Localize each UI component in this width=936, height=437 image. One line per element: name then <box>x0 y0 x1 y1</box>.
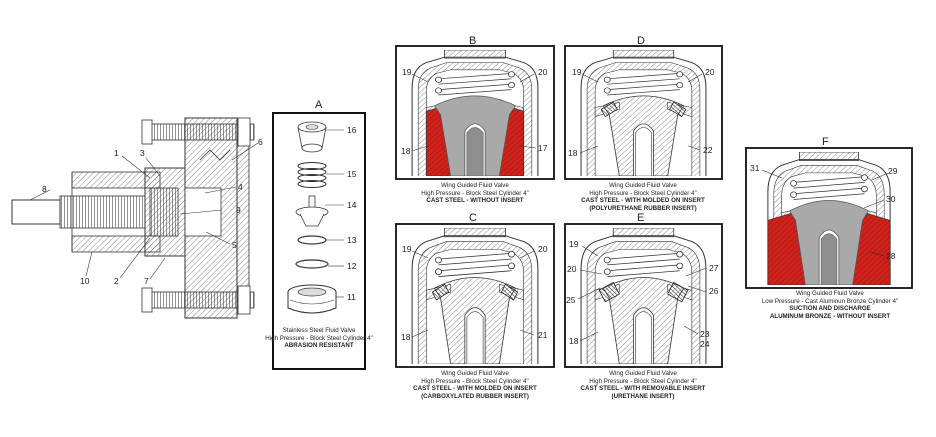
panel-f-label-28: 28 <box>886 251 896 261</box>
panel-f-label-31: 31 <box>750 163 760 173</box>
panel-a-letter: A <box>315 99 323 111</box>
panel-d: D 19 20 18 22 <box>564 35 723 180</box>
panel-d-letter: D <box>637 35 645 47</box>
assembly-label-9: 9 <box>236 205 241 215</box>
panel-f-frame <box>745 147 913 289</box>
panel-a-label-14: 14 <box>347 200 357 210</box>
panel-a-caption-line3: ABRASION RESISTANT <box>284 342 354 350</box>
panel-e-label-24: 24 <box>700 339 710 349</box>
panel-c-label-18: 18 <box>401 332 411 342</box>
panel-b-letter: B <box>469 35 476 47</box>
panel-b-frame <box>395 45 555 180</box>
panel-e-caption-line3: CAST STEEL - WITH REMOVABLE INSERT <box>580 385 706 393</box>
part-11 <box>287 284 337 314</box>
panel-a: A <box>272 99 366 370</box>
panel-a-caption-line2: High Pressure - Block Steel Cylinder 4" <box>265 334 373 342</box>
panel-d-caption-line1: Wing Guided Fluid Valve <box>609 182 677 189</box>
assembly-label-7: 7 <box>144 276 149 286</box>
panel-a-frame <box>272 112 366 370</box>
part-13 <box>297 235 327 245</box>
panel-b-caption-line3: CAST STEEL - WITHOUT INSERT <box>426 197 524 205</box>
panel-b-caption: Wing Guided Fluid Valve High Pressure - … <box>405 182 545 205</box>
panel-a-label-12: 12 <box>347 261 357 271</box>
threaded-stem <box>59 195 146 229</box>
panel-e-label-18: 18 <box>569 336 579 346</box>
shaft <box>11 199 61 225</box>
panel-c-label-19: 19 <box>402 244 412 254</box>
panel-b-label-17: 17 <box>538 143 548 153</box>
panel-c-caption: Wing Guided Fluid Valve High Pressure - … <box>405 370 545 400</box>
panel-d-label-22: 22 <box>703 145 713 155</box>
panel-b-caption-line1: Wing Guided Fluid Valve <box>441 182 509 189</box>
panel-c-caption-line1: Wing Guided Fluid Valve <box>441 370 509 377</box>
panel-e-caption-line2: High Pressure - Block Steel Cylinder 4" <box>589 377 697 385</box>
panel-e-label-20: 20 <box>567 264 577 274</box>
panel-f-label-30: 30 <box>886 194 896 204</box>
panel-c-label-21: 21 <box>538 330 548 340</box>
panel-c-label-20: 20 <box>538 244 548 254</box>
panel-a-label-13: 13 <box>347 235 357 245</box>
panel-f-caption: Wing Guided Fluid Valve Low Pressure - C… <box>748 290 912 320</box>
part-15 <box>297 162 327 188</box>
panel-c-letter: C <box>469 212 477 224</box>
panel-a-label-15: 15 <box>347 169 357 179</box>
panel-b-label-18: 18 <box>401 146 411 156</box>
assembly-label-4: 4 <box>238 182 243 192</box>
part-16 <box>297 121 327 153</box>
panel-c-caption-line3: CAST STEEL - WITH MOLDED ON INSERT <box>413 385 537 393</box>
panel-f: F 31 29 30 28 <box>745 136 913 289</box>
panel-a-caption: Stainless Steel Fluid Valve High Pressur… <box>258 327 380 350</box>
panel-d-label-19: 19 <box>572 67 582 77</box>
panel-e-frame <box>564 223 723 368</box>
panel-e-caption: Wing Guided Fluid Valve High Pressure - … <box>573 370 713 400</box>
panel-f-label-29: 29 <box>888 166 898 176</box>
panel-d-label-20: 20 <box>705 67 715 77</box>
pump-assembly: 1 2 3 4 5 6 7 8 9 10 <box>11 117 263 319</box>
assembly-label-10: 10 <box>80 276 90 286</box>
assembly-label-2: 2 <box>114 276 119 286</box>
panel-e-caption-line1: Wing Guided Fluid Valve <box>609 370 677 377</box>
panel-d-caption-line2: High Pressure - Block Steel Cylinder 4" <box>589 189 697 197</box>
panel-d-caption-line4: (POLYURETHANE RUBBER INSERT) <box>589 204 697 212</box>
panel-f-caption-line3: SUCTION AND DISCHARGE <box>789 305 871 313</box>
panel-e: E 19 20 27 25 26 18 23 24 <box>564 212 723 368</box>
panel-c-frame <box>395 223 555 368</box>
panel-e-letter: E <box>637 212 644 224</box>
panel-e-caption-line4: (URETHANE INSERT) <box>611 392 675 400</box>
panel-f-caption-line4: ALUMINUM BRONZE - WITHOUT INSERT <box>769 312 891 320</box>
panel-e-label-25: 25 <box>566 295 576 305</box>
panel-a-label-16: 16 <box>347 125 357 135</box>
panel-e-label-26: 26 <box>709 286 719 296</box>
panel-d-caption: Wing Guided Fluid Valve High Pressure - … <box>573 182 713 212</box>
panel-e-label-19: 19 <box>569 239 579 249</box>
assembly-label-5: 5 <box>232 240 237 250</box>
assembly-label-8: 8 <box>42 184 47 194</box>
panel-f-caption-line2: Low Pressure - Cast Aluminun Bronze Cyli… <box>761 297 899 305</box>
panel-d-label-18: 18 <box>568 148 578 158</box>
assembly-label-3: 3 <box>140 148 145 158</box>
panel-a-label-11: 11 <box>347 292 356 302</box>
panel-c-caption-line4: (CARBOXYLATED RUBBER INSERT) <box>421 392 529 400</box>
panel-b-label-19: 19 <box>402 67 412 77</box>
panel-c: C 19 20 18 21 <box>395 212 555 368</box>
panel-e-label-27: 27 <box>709 263 719 273</box>
panel-a-caption-line1: Stainless Steel Fluid Valve <box>282 327 356 334</box>
panel-f-caption-line1: Wing Guided Fluid Valve <box>796 290 864 297</box>
part-14 <box>295 195 329 227</box>
assembly-label-1: 1 <box>114 148 119 158</box>
part-12 <box>295 259 329 269</box>
panel-e-label-23: 23 <box>700 329 710 339</box>
panel-f-letter: F <box>822 136 829 148</box>
panel-b-label-20: 20 <box>538 67 548 77</box>
panel-c-caption-line2: High Pressure - Block Steel Cylinder 4" <box>421 377 529 385</box>
panel-d-frame <box>564 45 723 180</box>
panel-d-caption-line3: CAST STEEL - WITH MOLDED ON INSERT <box>581 197 705 205</box>
panel-b-caption-line2: High Pressure - Block Steel Cylinder 4" <box>421 189 529 197</box>
panel-b: B 19 20 18 17 <box>395 35 555 180</box>
assembly-label-6: 6 <box>258 137 263 147</box>
